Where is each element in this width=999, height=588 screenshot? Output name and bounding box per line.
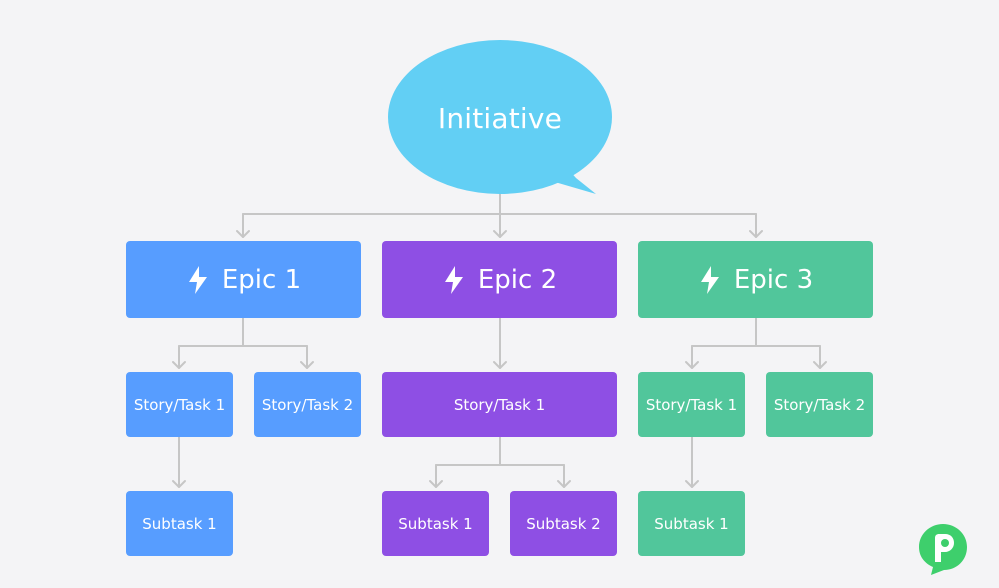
story-label: Story/Task 1 xyxy=(133,395,226,414)
story-node[interactable]: Story/Task 1 xyxy=(126,372,233,437)
story-node[interactable]: Story/Task 2 xyxy=(254,372,361,437)
epic-node-1[interactable]: Epic 1 xyxy=(126,241,361,318)
story-label: Story/Task 1 xyxy=(453,395,546,414)
story-label: Story/Task 2 xyxy=(261,395,354,414)
subtask-node[interactable]: Subtask 2 xyxy=(510,491,617,556)
subtask-node[interactable]: Subtask 1 xyxy=(382,491,489,556)
story-node[interactable]: Story/Task 1 xyxy=(638,372,745,437)
arrowhead xyxy=(813,361,827,369)
story-node[interactable]: Story/Task 2 xyxy=(766,372,873,437)
epic-node-2[interactable]: Epic 2 xyxy=(382,241,617,318)
epic-label: Epic 2 xyxy=(477,264,558,295)
arrowhead xyxy=(493,230,507,238)
initiative-label: Initiative xyxy=(437,101,563,135)
subtask-node[interactable]: Subtask 1 xyxy=(126,491,233,556)
arrowhead xyxy=(685,480,699,488)
arrowhead xyxy=(172,480,186,488)
subtask-label: Subtask 1 xyxy=(654,514,729,533)
arrowhead xyxy=(685,361,699,369)
epic-node-3[interactable]: Epic 3 xyxy=(638,241,873,318)
story-label: Story/Task 1 xyxy=(645,395,738,414)
subtask-node[interactable]: Subtask 1 xyxy=(638,491,745,556)
brand-logo-icon xyxy=(919,524,967,575)
arrowhead xyxy=(749,230,763,238)
epic-label: Epic 1 xyxy=(221,264,302,295)
arrowhead xyxy=(557,480,571,488)
lightning-bolt-icon xyxy=(700,265,719,294)
arrowhead xyxy=(236,230,250,238)
arrowhead xyxy=(300,361,314,369)
subtask-label: Subtask 2 xyxy=(526,514,601,533)
story-node[interactable]: Story/Task 1 xyxy=(382,372,617,437)
arrowhead xyxy=(172,361,186,369)
lightning-bolt-icon xyxy=(444,265,463,294)
subtask-label: Subtask 1 xyxy=(142,514,217,533)
subtask-label: Subtask 1 xyxy=(398,514,473,533)
arrowhead xyxy=(493,361,507,369)
arrowhead xyxy=(429,480,443,488)
story-label: Story/Task 2 xyxy=(773,395,866,414)
lightning-bolt-icon xyxy=(188,265,207,294)
epic-label: Epic 3 xyxy=(733,264,814,295)
